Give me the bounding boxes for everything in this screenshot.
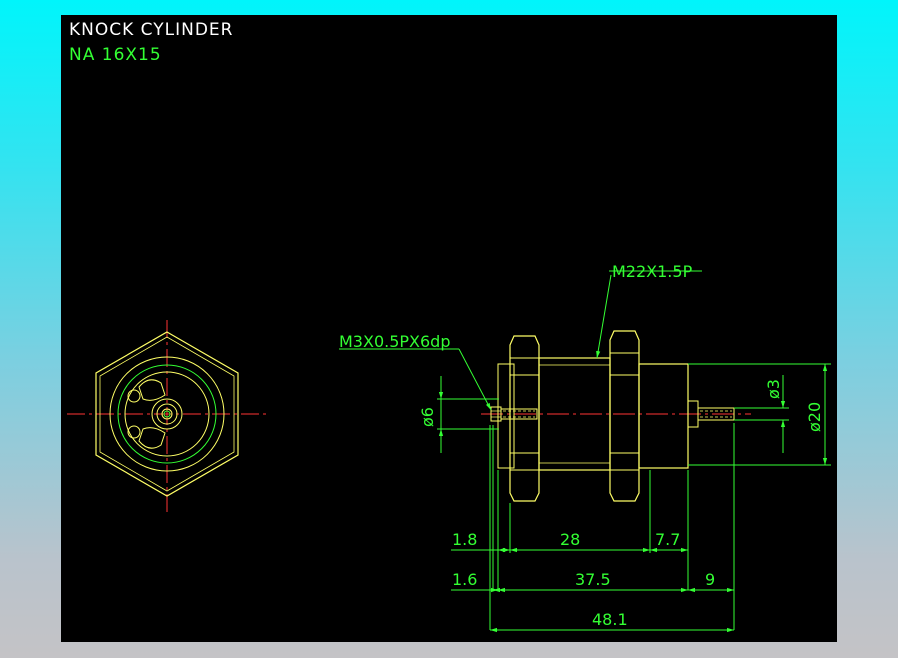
callout-thread-rod: M3X0.5PX6dp — [339, 332, 451, 351]
side-view — [481, 330, 751, 502]
hex-nut-outline — [95, 331, 239, 497]
port-hole-upper — [127, 389, 141, 403]
end-view — [67, 320, 267, 512]
dim-28-label: 28 — [560, 530, 580, 549]
dimension-lines — [339, 270, 831, 633]
front-flange — [497, 363, 515, 469]
callout-thread-body: M22X1.5P — [612, 262, 693, 281]
left-nut — [509, 335, 540, 502]
callout-thread-body-leader — [596, 274, 612, 359]
dim-48-1-label: 48.1 — [592, 610, 628, 629]
cad-drawing: KNOCK CYLINDER NA 16X15 — [67, 20, 831, 633]
dim-9-label: 9 — [705, 570, 715, 589]
drawing-sheet: KNOCK CYLINDER NA 16X15 — [61, 15, 837, 642]
rod-hole-circle — [163, 410, 171, 418]
right-nut — [609, 330, 640, 502]
dim-d3-label: ø3 — [764, 379, 783, 399]
rod-circle — [156, 403, 178, 425]
rod-outer-circle — [151, 398, 183, 430]
dim-d20-label: ø20 — [805, 402, 824, 432]
dim-d6-label: ø6 — [418, 407, 437, 427]
hex-nut-inner-outline — [99, 336, 235, 492]
port-hole-lower — [127, 425, 141, 439]
body-inner-circle — [117, 364, 217, 464]
dim-1-6-label: 1.6 — [452, 570, 477, 589]
dim-1-8-label: 1.8 — [452, 530, 477, 549]
callout-thread-rod-leader — [458, 348, 492, 411]
rod-left — [500, 408, 538, 420]
dim-7-7-label: 7.7 — [655, 530, 680, 549]
dim-37-5-label: 37.5 — [575, 570, 611, 589]
rod-thread-circle — [161, 408, 173, 420]
end-cap-circle — [124, 371, 210, 457]
rear-body — [638, 363, 689, 469]
rear-nipple — [697, 407, 735, 421]
model-text: NA 16X15 — [69, 45, 162, 65]
title-text: KNOCK CYLINDER — [69, 20, 233, 40]
body-outer-circle — [109, 356, 225, 472]
port-lobe-lower — [138, 427, 166, 449]
port-lobe-upper — [138, 379, 166, 401]
